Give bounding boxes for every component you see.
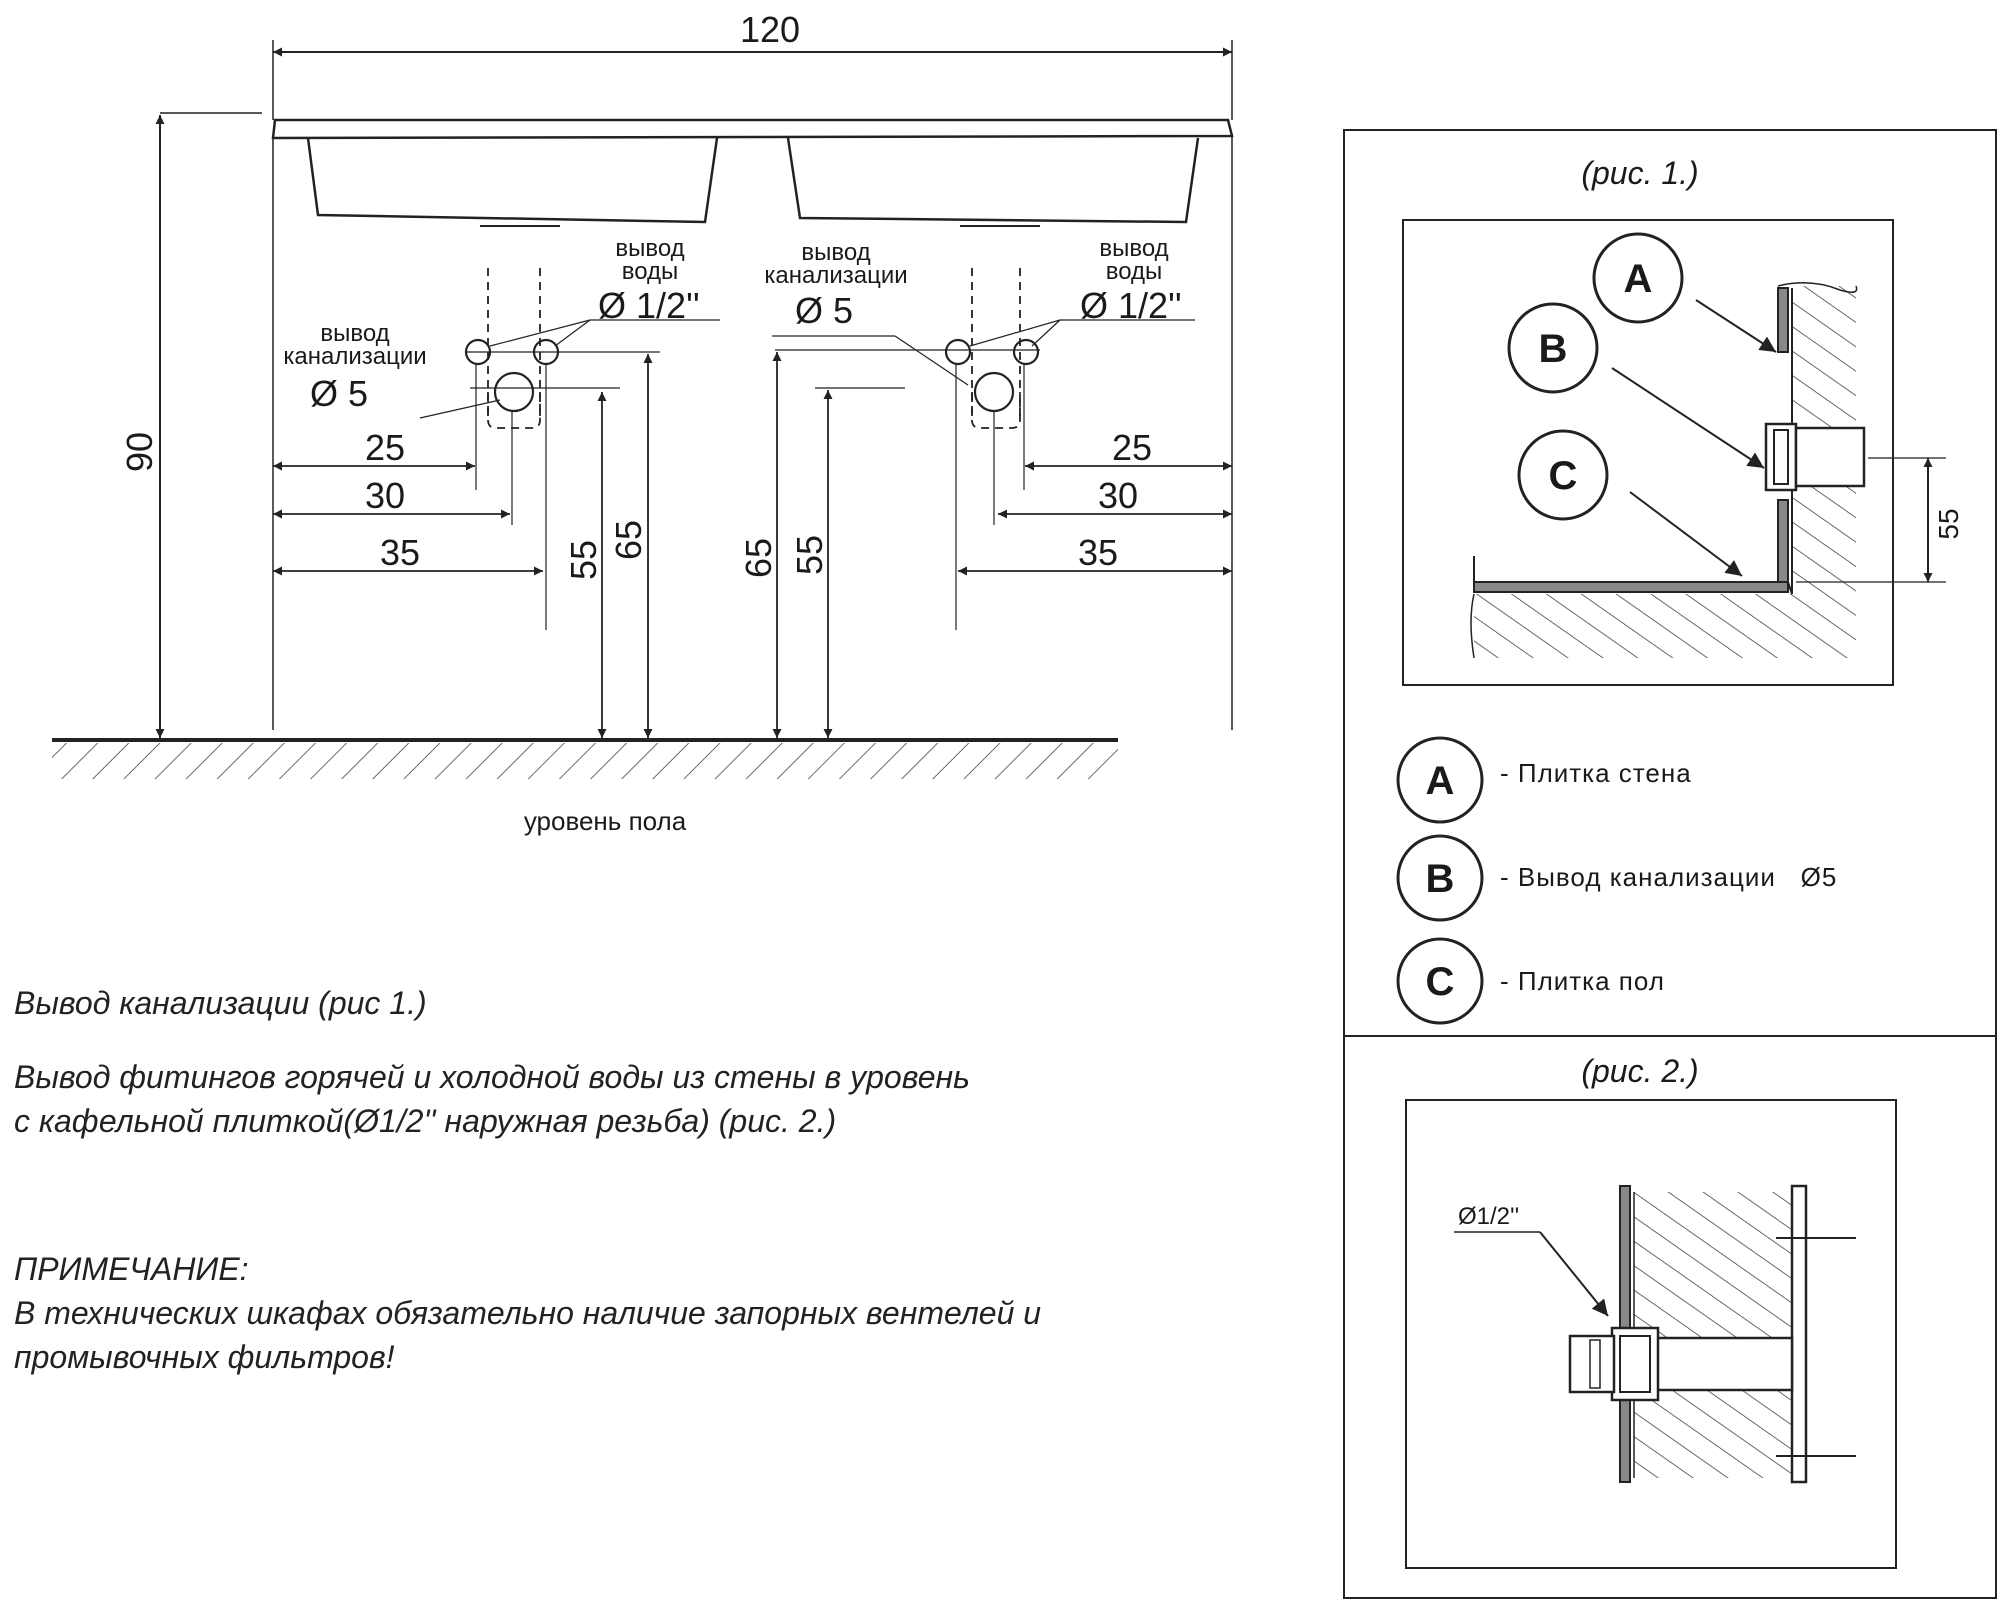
right-drain-label-1: вывод (801, 239, 870, 266)
legend-text-c: - Плитка пол (1500, 966, 1665, 996)
right-dim-35: 35 (1078, 532, 1118, 573)
fig1-legend: A - Плитка стена B - Вывод канализации Ø… (1396, 736, 1837, 1025)
overall-width-label: 120 (740, 9, 800, 50)
left-dim-30: 30 (365, 475, 405, 516)
right-dim-25: 25 (1112, 427, 1152, 468)
left-dim-25: 25 (365, 427, 405, 468)
fig1-detail: A B C 55 (1470, 232, 1964, 659)
legend-letter-c: C (1426, 960, 1455, 1004)
fig2-detail: Ø1/2'' (1454, 1184, 1856, 1484)
fig1-title: (рис. 1.) (1581, 155, 1698, 191)
legend-text-a: - Плитка стена (1500, 758, 1692, 788)
right-water-label-2: воды (1106, 258, 1163, 285)
left-water-diameter: Ø 1/2'' (598, 285, 700, 326)
right-drain-label-2: канализации (764, 262, 907, 289)
note-heading: ПРИМЕЧАНИЕ: (14, 1251, 249, 1287)
right-outlets (772, 268, 1232, 738)
right-water-diameter: Ø 1/2'' (1080, 285, 1182, 326)
note-body-line2: промывочных фильтров! (14, 1339, 395, 1375)
note-fittings-line1: Вывод фитингов горячей и холодной воды и… (14, 1059, 970, 1095)
front-view (52, 40, 1234, 742)
right-dim-65: 65 (738, 538, 779, 578)
left-dim-65: 65 (608, 520, 649, 560)
left-dim-35: 35 (380, 532, 420, 573)
detail-panel (1343, 129, 1997, 1599)
right-dim-55: 55 (789, 535, 830, 575)
fig1-marker-b: B (1539, 327, 1568, 371)
left-drain-label-1: вывод (320, 320, 389, 347)
fig1-marker-a: A (1624, 257, 1653, 301)
left-drain-diameter: Ø 5 (310, 373, 368, 414)
right-water-label-1: вывод (1099, 235, 1168, 262)
legend-letter-a: A (1426, 759, 1455, 803)
legend-text-b: - Вывод канализации Ø5 (1500, 862, 1837, 892)
right-dim-30: 30 (1098, 475, 1138, 516)
floor-hatching (52, 743, 1118, 779)
fig1-dim-55: 55 (1933, 508, 1964, 539)
left-dim-55: 55 (563, 540, 604, 580)
left-outlets (273, 268, 720, 738)
note-drain: Вывод канализации (рис 1.) (14, 985, 427, 1021)
left-water-label-1: вывод (615, 235, 684, 262)
fig2-pipe-label: Ø1/2'' (1458, 1203, 1519, 1230)
floor-label: уровень пола (524, 806, 687, 836)
overall-height-label: 90 (119, 432, 160, 472)
legend-letter-b: B (1426, 857, 1455, 901)
note-fittings-line2: с кафельной плиткой(Ø1/2'' наружная резь… (14, 1103, 837, 1139)
left-water-label-2: воды (622, 258, 679, 285)
fig2-title: (рис. 2.) (1581, 1053, 1698, 1089)
fig1-marker-c: C (1549, 454, 1578, 498)
left-drain-label-2: канализации (283, 343, 426, 370)
right-drain-diameter: Ø 5 (795, 290, 853, 331)
note-body-line1: В технических шкафах обязательно наличие… (14, 1295, 1042, 1331)
